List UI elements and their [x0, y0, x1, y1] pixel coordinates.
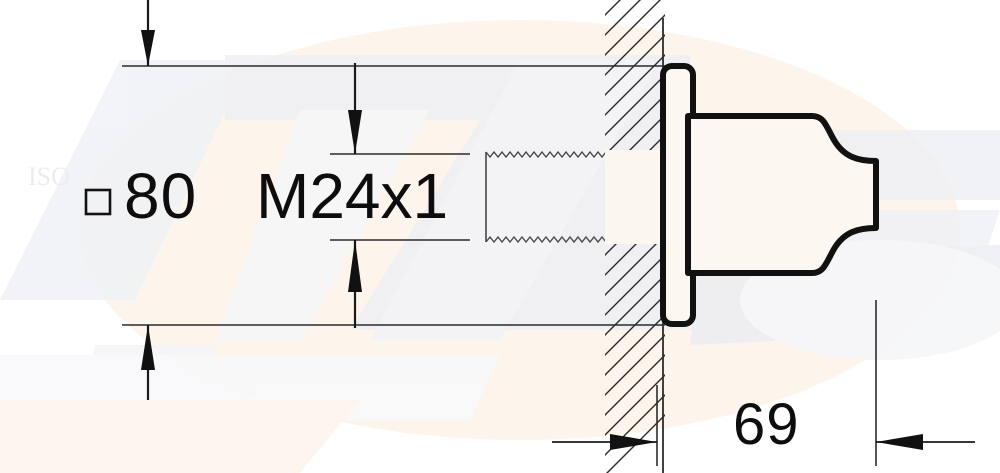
- dim-arrow-left-69: [610, 434, 657, 450]
- dim-arrow-right-69: [876, 434, 923, 450]
- dim-label-m24x1: M24x1: [256, 160, 448, 232]
- dim-label-69: 69: [733, 392, 800, 457]
- knob-outline: [685, 113, 879, 276]
- thread-crest-bottom: [485, 235, 615, 244]
- dim-arrow-bottom-80: [141, 325, 155, 370]
- dimension-labels: 80 M24x1 69: [84, 160, 800, 457]
- dim-arrow-top-80: [141, 30, 155, 66]
- square-symbol-icon: [84, 188, 112, 216]
- dim-arrow-bottom-m24: [348, 240, 362, 292]
- panel-bore-gap: [605, 150, 664, 244]
- thread-crest-top: [485, 150, 615, 159]
- dimension-length-69: [552, 300, 975, 466]
- dimension-square-80: [122, 0, 665, 400]
- dim-arrow-top-m24: [348, 110, 362, 154]
- svg-text:ISO: ISO: [28, 162, 70, 191]
- threaded-shaft: [485, 150, 615, 244]
- dim-label-80: 80: [124, 160, 197, 232]
- dimension-thread-m24: [330, 63, 470, 328]
- knob-body: [685, 113, 879, 276]
